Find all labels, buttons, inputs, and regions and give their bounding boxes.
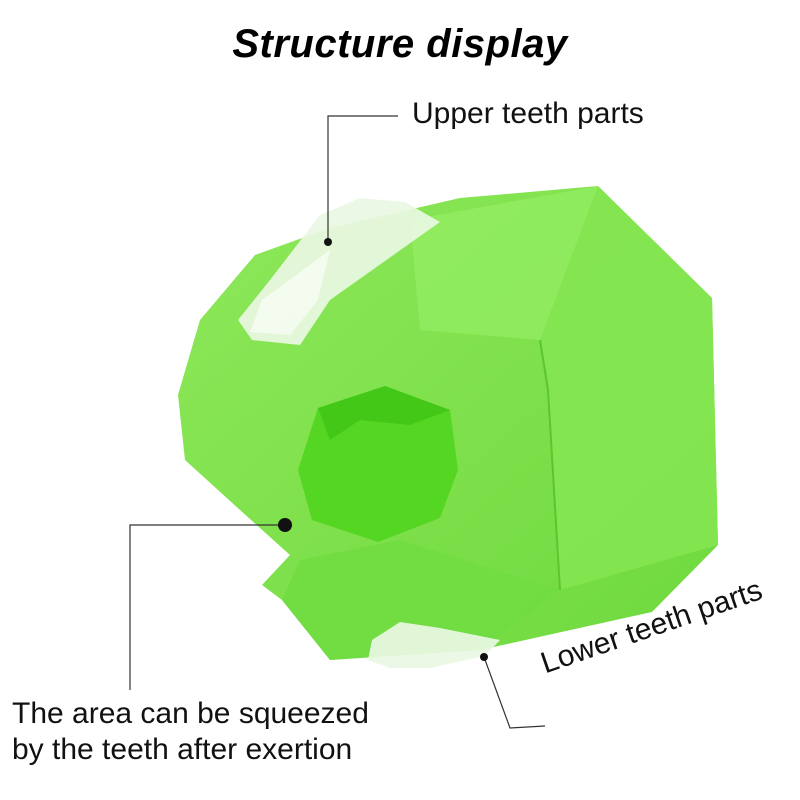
squeeze-area-label-line2: by the teeth after exertion	[12, 733, 353, 766]
squeeze-area-label: The area can be squeezed by the teeth af…	[12, 696, 369, 768]
squeeze-area-leader-line	[129, 524, 285, 690]
body-facet-top	[410, 186, 598, 340]
lower-teeth-part	[368, 622, 500, 668]
upper-teeth-label: Upper teeth parts	[412, 97, 644, 130]
facet-edge	[547, 389, 561, 591]
squeeze-area-marker-dot	[278, 518, 292, 532]
body-facet-front-lower	[282, 540, 560, 660]
body-facet-right	[540, 186, 718, 590]
lower-teeth-marker-dot	[480, 653, 488, 661]
facet-edge	[539, 339, 549, 391]
lower-teeth-leader-line	[483, 656, 546, 729]
upper-teeth-marker-dot	[324, 238, 332, 246]
hole-inner-shadow	[318, 386, 450, 440]
upper-teeth-highlight	[250, 250, 330, 335]
page-title: Structure display	[232, 22, 568, 66]
squeeze-area-label-line1: The area can be squeezed	[12, 697, 369, 730]
upper-teeth-leader-line	[327, 115, 398, 242]
